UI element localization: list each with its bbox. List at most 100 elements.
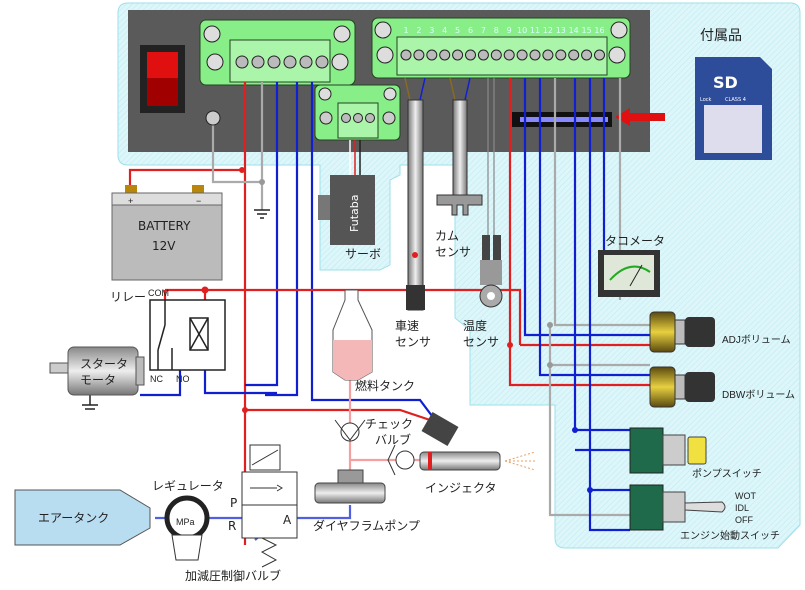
terminal-screw	[267, 55, 281, 69]
servo: Futaba	[318, 175, 375, 245]
starter-motor	[49, 346, 145, 396]
sd-card: SD Lock CLASS 4	[695, 57, 772, 160]
check-valve-label-1: チェック	[365, 417, 413, 431]
terminal-number: 13	[556, 26, 566, 35]
temp-sensor-label-1: 温度	[463, 318, 487, 333]
cam-sensor-label-2: センサ	[435, 245, 471, 259]
terminal-screw	[400, 49, 412, 61]
terminal-screw	[581, 49, 593, 61]
check-valve-label-2: バルブ	[375, 432, 411, 447]
battery-name: BATTERY	[138, 219, 191, 233]
pump-switch-label: ポンプスイッチ	[692, 468, 762, 480]
terminal-screw	[283, 55, 297, 69]
sd-logo: SD	[713, 73, 738, 92]
control-valve	[241, 444, 298, 568]
terminal-number: 10	[517, 26, 527, 35]
terminal-screw	[315, 55, 329, 69]
terminal-number: 6	[468, 26, 473, 35]
battery-plus: +	[128, 196, 133, 206]
engine-pos-off: OFF	[735, 515, 753, 525]
tachometer	[598, 250, 660, 297]
terminal-number: 2	[416, 26, 421, 35]
relay-com-label: COM	[148, 288, 169, 298]
mount-screw	[333, 25, 351, 43]
temp-sensor-label-2: センサ	[463, 335, 499, 349]
fuel-tank-label: 燃料タンク	[355, 378, 415, 393]
battery: + − BATTERY 12V	[111, 185, 223, 281]
servo-label: サーボ	[345, 247, 381, 261]
terminal-screw	[439, 49, 451, 61]
terminal-number: 1	[403, 26, 408, 35]
cam-sensor-label-1: カム	[435, 229, 459, 243]
power-switch-rocker-shade	[147, 78, 178, 106]
mount-screw	[374, 21, 392, 39]
regulator: MPa	[164, 495, 210, 561]
terminal-number: 16	[594, 26, 604, 35]
terminal-number: 4	[442, 26, 447, 35]
terminal-number: 7	[481, 26, 486, 35]
ground-icon	[82, 209, 270, 410]
speed-sensor-label-1: 車速	[395, 319, 419, 333]
mount-screw	[608, 46, 626, 64]
power-connector	[199, 19, 356, 86]
terminal-screw	[555, 49, 567, 61]
air-tank[interactable]	[14, 489, 151, 546]
relay	[149, 299, 226, 371]
terminal-screw	[503, 49, 515, 61]
adj-volume-label: ADJボリューム	[722, 334, 791, 346]
relay-nc-label: NC	[150, 374, 163, 384]
valve-port-r: R	[228, 519, 236, 533]
terminal-screw	[542, 49, 554, 61]
terminal-number: 11	[530, 26, 540, 35]
terminal-number: 8	[494, 26, 499, 35]
mount-screw	[610, 21, 628, 39]
wire-junctions	[201, 167, 593, 493]
engine-start-switch[interactable]	[629, 484, 726, 531]
cam-sensor	[436, 99, 483, 216]
regulator-label: レギュレータ	[152, 479, 224, 493]
servo-connector	[314, 84, 401, 141]
relay-label: リレー	[110, 290, 146, 304]
engine-pos-wot: WOT	[735, 491, 756, 501]
pump-switch[interactable]	[629, 427, 707, 474]
starter-motor-label-2: モータ	[80, 373, 116, 387]
terminal-screw	[477, 49, 489, 61]
battery-minus: −	[196, 196, 201, 206]
dbw-volume[interactable]	[649, 366, 715, 408]
regulator-unit: MPa	[176, 517, 195, 527]
terminal-number: 12	[543, 26, 553, 35]
diaphragm-pump	[314, 469, 386, 504]
terminal-screw	[516, 49, 528, 61]
terminal-screw	[529, 49, 541, 61]
terminal-screw	[426, 49, 438, 61]
engine-pos-idl: IDL	[735, 503, 749, 513]
terminal-number: 14	[569, 26, 579, 35]
servo-brand: Futaba	[348, 195, 361, 232]
mount-screw	[376, 46, 394, 64]
relay-no-label: NO	[176, 374, 190, 384]
mount-screw	[203, 25, 221, 43]
air-tank-label: エアータンク	[38, 511, 109, 525]
valve-label: 加減圧制御バルブ	[185, 568, 281, 583]
terminal-screw	[594, 49, 605, 61]
mount-screw	[331, 53, 349, 71]
terminal-number: 9	[507, 26, 512, 35]
sd-lock-text: Lock	[700, 97, 712, 103]
terminal-screw	[251, 55, 265, 69]
injector-label: インジェクタ	[425, 481, 497, 495]
valve-port-p: P	[230, 496, 237, 510]
accessory-label: 付属品	[700, 28, 742, 44]
sd-class-text: CLASS 4	[725, 97, 746, 103]
terminal-screw	[568, 49, 580, 61]
engine-switch-label: エンジン始動スイッチ	[680, 529, 780, 542]
check-valve	[334, 419, 415, 476]
valve-port-a: A	[283, 513, 292, 527]
speed-sensor-label-2: センサ	[395, 335, 431, 349]
starter-motor-label-1: スタータ	[80, 357, 128, 371]
terminal-screw	[235, 55, 249, 69]
mount-screw	[206, 53, 224, 71]
adj-volume[interactable]	[649, 311, 715, 353]
